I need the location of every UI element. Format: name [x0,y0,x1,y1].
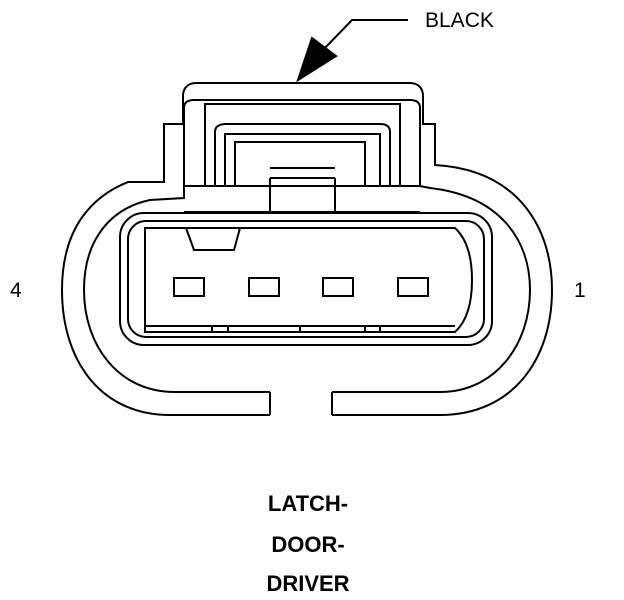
pin-cavity-2 [322,277,354,297]
caption-line-3: DRIVER [266,571,350,596]
pin-number-right: 1 [574,279,586,302]
cavity-frame-outer [119,212,493,346]
color-leader [296,19,408,83]
inner-housing [82,99,532,393]
terminal-insert [144,227,474,333]
caption-line-2: DOOR- [271,532,345,557]
pin-number-left: 4 [10,279,22,302]
pin-cavity-1 [397,277,429,297]
pin-cavity-4 [173,277,205,297]
caption-line-1: LATCH- [267,491,349,516]
latch [184,103,420,213]
pin-cavity-3 [248,277,280,297]
outer-housing [60,82,554,416]
cavity-frame-inner [127,220,485,338]
wire-color-label: BLACK [425,9,494,32]
